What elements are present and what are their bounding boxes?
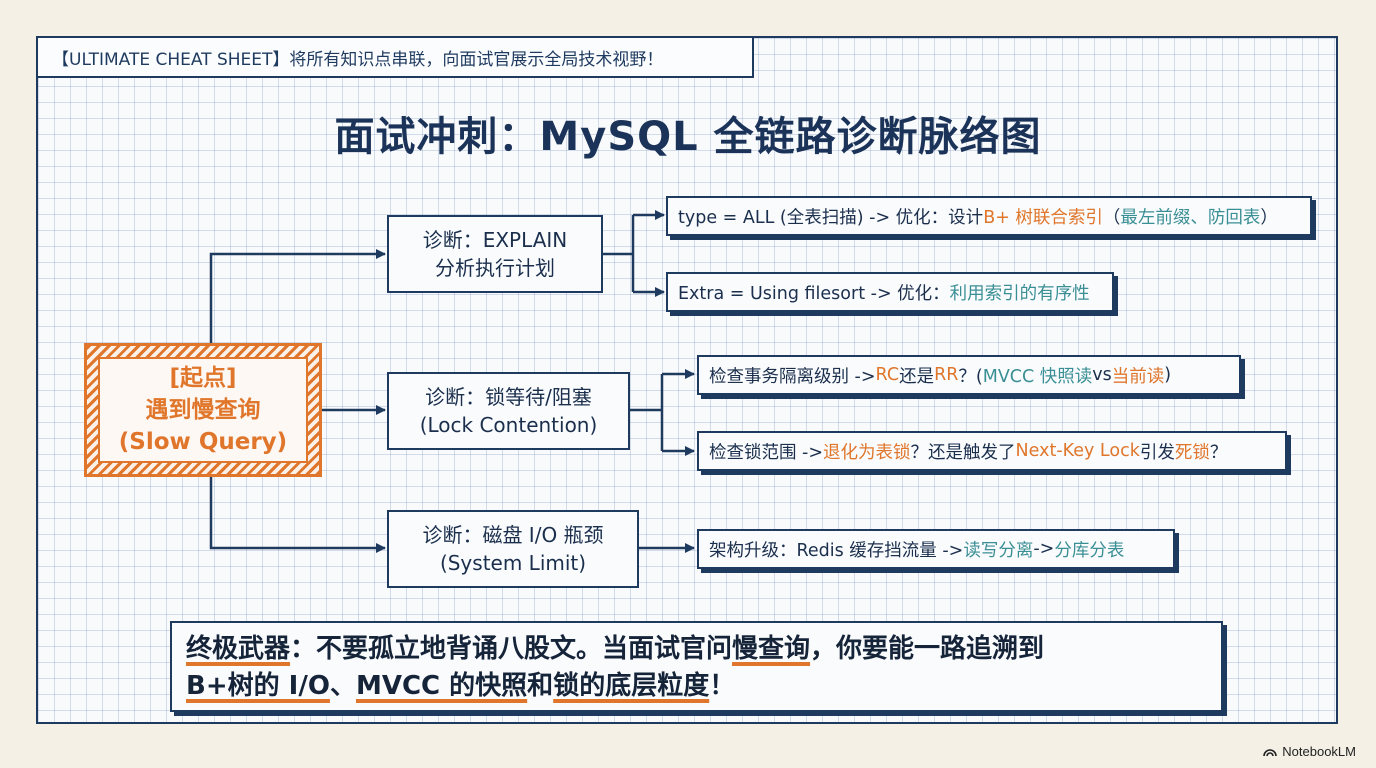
diagnosis-lock-sub: (Lock Contention): [419, 413, 598, 437]
conclusion-mvcc: MVCC 的快照: [355, 671, 528, 701]
start-tag: [起点]: [169, 365, 237, 391]
start-node: [起点] 遇到慢查询 (Slow Query): [84, 343, 322, 477]
diagnosis-lock-box: 诊断：锁等待/阻塞 (Lock Contention): [387, 372, 630, 450]
diagnosis-io-title: 诊断：磁盘 I/O 瓶颈: [422, 523, 604, 547]
diagnosis-lock-title: 诊断：锁等待/阻塞: [425, 385, 592, 409]
leaf-io-architecture: 架构升级：Redis 缓存挡流量 -> 读写分离 -> 分库分表: [697, 529, 1175, 569]
connector-start-to-explain: [209, 249, 386, 343]
diagnosis-explain-title: 诊断：EXPLAIN: [422, 228, 568, 252]
conclusion-btree-io: B+树的 I/O: [186, 671, 330, 701]
diagnosis-explain-box: 诊断：EXPLAIN 分析执行计划: [387, 215, 603, 293]
leaf-explain-type: type = ALL (全表扫描) -> 优化：设计 B+ 树联合索引（最左前缀…: [666, 196, 1312, 236]
connector-explain-branch: [603, 215, 635, 292]
leaf-lock-isolation: 检查事务隔离级别 -> RC 还是 RR？(MVCC 快照读 vs 当前读): [697, 355, 1241, 395]
banner-tab: [38, 38, 754, 78]
start-sublabel: (Slow Query): [118, 429, 288, 455]
diagnosis-io-sub: (System Limit): [439, 551, 587, 575]
connector-start-to-io: [209, 477, 386, 553]
diagnosis-explain-sub: 分析执行计划: [435, 256, 555, 280]
conclusion-lock-granularity: 锁的底层粒度: [553, 671, 710, 701]
banner-text: 【ULTIMATE CHEAT SHEET】将所有知识点串联，向面试官展示全局技…: [52, 50, 664, 70]
notebooklm-logo-icon: [1263, 749, 1278, 757]
start-label: 遇到慢查询: [145, 397, 261, 423]
watermark: NotebookLM: [1263, 744, 1356, 759]
conclusion-keyword: 终极武器: [186, 634, 291, 664]
connector-lock-branch: [630, 374, 664, 451]
leaf-explain-extra: Extra = Using filesort -> 优化：利用索引的有序性: [666, 272, 1114, 312]
leaf-lock-range: 检查锁范围 -> 退化为表锁？还是触发了 Next-Key Lock 引发死锁？: [697, 431, 1287, 471]
page-title: 面试冲刺：MySQL 全链路诊断脉络图: [334, 114, 1042, 160]
diagnosis-io-box: 诊断：磁盘 I/O 瓶颈 (System Limit): [387, 510, 639, 588]
conclusion-slow-query: 慢查询: [732, 634, 811, 664]
watermark-text: NotebookLM: [1282, 744, 1356, 759]
